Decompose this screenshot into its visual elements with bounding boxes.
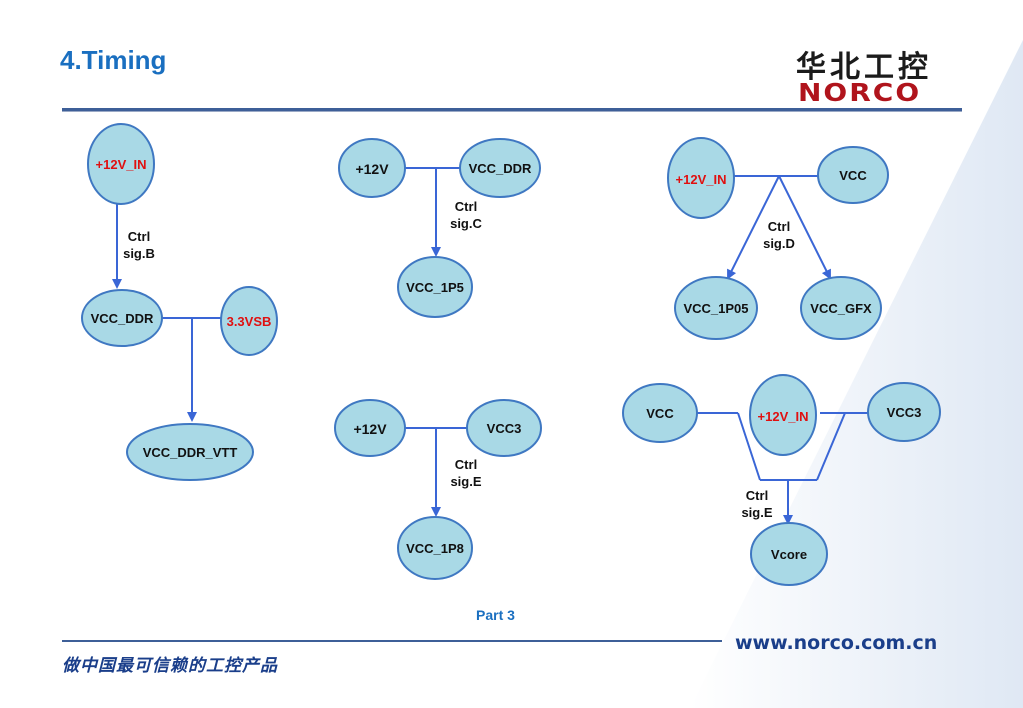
ctrl-signal-label: sig.E: [741, 505, 772, 520]
node-vcc-label: VCC: [839, 168, 867, 183]
norco-logo: 华北工控 NORCO: [796, 42, 962, 107]
node-12v: [334, 399, 406, 457]
ctrl-label: Ctrl: [455, 457, 477, 472]
arrow-to-vcc-gfx: [778, 175, 831, 280]
connector-vcc3-down: [816, 412, 846, 481]
node-vcc-gfx: [800, 276, 882, 340]
header-rule-shadow: [62, 111, 962, 112]
ctrl-signal-label: sig.D: [763, 236, 795, 251]
ctrl-label: Ctrl: [128, 229, 150, 244]
footer-url: www.norco.com.cn: [735, 632, 938, 654]
node-12v-in-label: +12V_IN: [96, 157, 147, 172]
node-vcore: [750, 522, 828, 586]
node-12v-label: +12V: [355, 161, 389, 177]
node-12v: [338, 138, 406, 198]
ctrl-label: Ctrl: [455, 199, 477, 214]
arrow-to-vcc-1p05: [727, 175, 780, 280]
footer-rule: [62, 640, 722, 642]
node-3v3sb: [220, 286, 278, 356]
node-3v3sb-label: 3.3VSB: [227, 314, 272, 329]
header-rule: [62, 108, 962, 111]
node-vcc3-label: VCC3: [487, 421, 522, 436]
group-sig-c: +12V VCC_DDR VCC_1P5 Ctrl sig.C: [338, 138, 541, 318]
node-vcc3-label: VCC3: [887, 405, 922, 420]
ctrl-signal-label: sig.E: [450, 474, 481, 489]
connector-vcc-down: [737, 412, 761, 481]
node-vcc-ddr-label: VCC_DDR: [91, 311, 154, 326]
part-label: Part 3: [476, 607, 515, 623]
ctrl-label: Ctrl: [768, 219, 790, 234]
node-vcc-label: VCC: [646, 406, 674, 421]
node-12v-in-label: +12V_IN: [676, 172, 727, 187]
node-vcc-1p05: [674, 276, 758, 340]
node-12v-in: [749, 374, 817, 456]
node-12v-in-label: +12V_IN: [758, 409, 809, 424]
node-vcc: [817, 146, 889, 204]
node-12v-in: [87, 123, 155, 205]
node-vcc-ddr: [81, 289, 163, 347]
node-vcc: [622, 383, 698, 443]
node-12v-in: [667, 137, 735, 219]
node-vcc-1p8: [397, 516, 473, 580]
group-sig-e: +12V VCC3 VCC_1P8 Ctrl sig.E: [334, 399, 542, 580]
node-vcc-1p8-label: VCC_1P8: [406, 541, 464, 556]
group-vcore: VCC +12V_IN VCC3 Vcore Ctrl sig.E: [622, 374, 941, 586]
node-vcc-gfx-label: VCC_GFX: [810, 301, 872, 316]
node-vcc-1p05-label: VCC_1P05: [683, 301, 748, 316]
group-sig-b: +12V_IN VCC_DDR 3.3VSB VCC_DDR_VTT Ctrl …: [81, 123, 278, 481]
node-vcc3: [466, 399, 542, 457]
page-title: 4.Timing: [60, 45, 167, 75]
ctrl-signal-label: sig.C: [450, 216, 482, 231]
node-vcc-ddr: [459, 138, 541, 198]
node-vcc-ddr-vtt-label: VCC_DDR_VTT: [143, 445, 238, 460]
node-vcore-label: Vcore: [771, 547, 807, 562]
group-sig-d: +12V_IN VCC VCC_1P05 VCC_GFX Ctrl sig.D: [667, 137, 889, 340]
node-vcc3: [867, 382, 941, 442]
logo-english: NORCO: [798, 77, 922, 108]
ctrl-label: Ctrl: [746, 488, 768, 503]
node-vcc-1p5-label: VCC_1P5: [406, 280, 464, 295]
ctrl-signal-label: sig.B: [123, 246, 155, 261]
node-12v-label: +12V: [353, 421, 387, 437]
node-vcc-ddr-vtt: [126, 423, 254, 481]
footer-slogan: 做中国最可信赖的工控产品: [62, 656, 278, 676]
logo-chinese: 华北工控: [796, 50, 932, 85]
node-vcc-1p5: [397, 256, 473, 318]
node-vcc-ddr-label: VCC_DDR: [469, 161, 532, 176]
